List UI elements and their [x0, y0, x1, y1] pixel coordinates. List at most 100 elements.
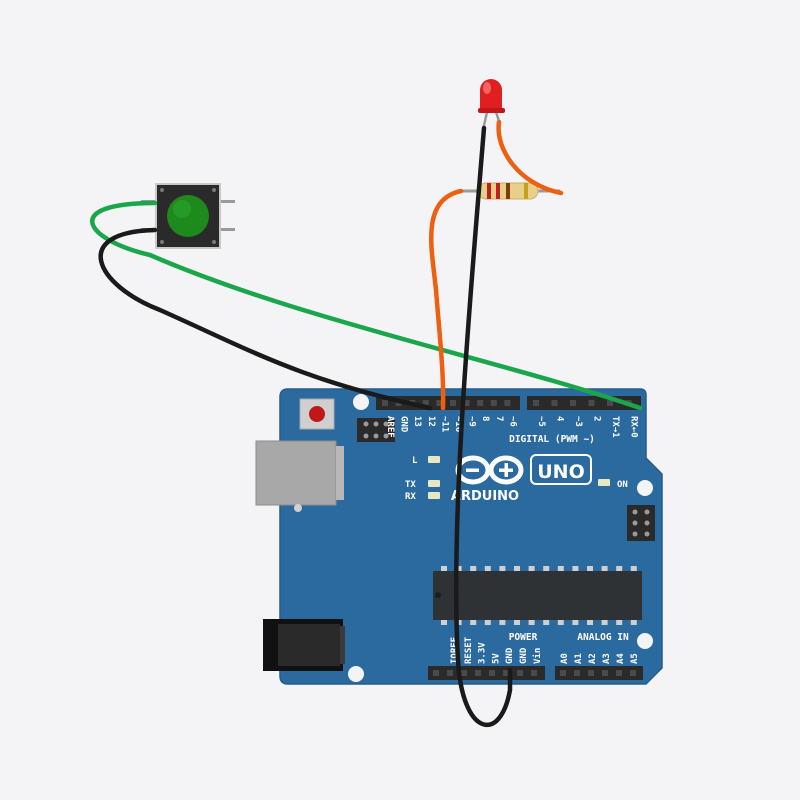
top-pin-label: ~9	[467, 416, 477, 427]
header-pin-hole[interactable]	[463, 400, 470, 406]
power-header	[428, 666, 545, 680]
power-pin-label: IOREF	[450, 637, 460, 664]
digital-header-left	[376, 396, 520, 410]
wire-orange-led[interactable]	[496, 119, 564, 196]
header-pin-hole[interactable]	[447, 670, 453, 676]
svg-text:TX: TX	[405, 480, 416, 490]
top-pin-label: 13	[412, 416, 422, 427]
top-pin-label: 7	[494, 416, 504, 421]
icsp-header-top	[357, 418, 395, 442]
analog-header	[555, 666, 643, 680]
led-l: L	[412, 456, 440, 466]
top-pin-label: 4	[555, 416, 565, 422]
analog-pin-label: A2	[588, 653, 598, 664]
header-pin-hole[interactable]	[504, 400, 511, 406]
wire-green[interactable]	[90, 200, 643, 411]
header-pin-hole[interactable]	[422, 400, 429, 406]
svg-text:L: L	[412, 456, 418, 466]
wire-orange-resistor[interactable]	[428, 188, 464, 411]
top-pin-label: ~11	[439, 416, 449, 432]
top-pin-label: 12	[426, 416, 436, 427]
power-pin-label: 3.3V	[478, 642, 488, 664]
power-pin-label: RESET	[464, 636, 474, 664]
header-pin-hole[interactable]	[503, 670, 509, 676]
analog-pin-labels: A0 A1 A2 A3 A4 A5	[560, 653, 640, 664]
svg-text:UNO: UNO	[537, 461, 584, 483]
header-pin-hole[interactable]	[616, 670, 622, 676]
mounting-hole	[637, 633, 653, 649]
top-pin-label: TX→1	[610, 416, 620, 438]
header-pin-hole[interactable]	[588, 400, 595, 406]
header-pin-hole[interactable]	[607, 400, 613, 406]
power-header-label: POWER	[509, 632, 538, 643]
header-pin-hole[interactable]	[477, 400, 484, 406]
header-pin-hole[interactable]	[602, 670, 608, 676]
analog-pin-label: A1	[574, 653, 584, 664]
top-pin-label: ~6	[507, 416, 517, 427]
top-pin-label: ~5	[536, 416, 546, 427]
icsp-header-right	[627, 505, 655, 541]
analog-header-label: ANALOG IN	[577, 632, 629, 643]
power-pin-label: GND	[519, 647, 529, 664]
mounting-hole	[353, 394, 369, 410]
header-pin-hole[interactable]	[382, 400, 388, 406]
header-pin-hole[interactable]	[450, 400, 456, 406]
header-pin-hole[interactable]	[570, 400, 576, 406]
microcontroller-chip	[433, 566, 642, 625]
digital-header-label: DIGITAL (PWM ~)	[509, 434, 595, 445]
brand-text: ARDUINO	[451, 489, 519, 504]
top-pin-label: 2	[592, 416, 602, 421]
dc-power-jack	[263, 619, 345, 671]
led-rx: RX	[405, 492, 440, 502]
top-pin-label: GND	[399, 416, 409, 433]
top-pin-label: ~3	[573, 416, 583, 427]
analog-pin-label: A3	[602, 653, 612, 664]
svg-text:ON: ON	[617, 480, 628, 490]
header-pin-hole[interactable]	[433, 670, 439, 676]
analog-pin-label: A5	[630, 653, 640, 664]
header-pin-hole[interactable]	[531, 670, 537, 676]
header-pin-hole[interactable]	[461, 670, 467, 676]
reset-button[interactable]	[299, 398, 335, 430]
header-pin-hole[interactable]	[533, 400, 539, 406]
resistor-band	[524, 183, 528, 199]
top-pin-label: 8	[480, 416, 490, 421]
pushbutton-cap[interactable]	[167, 195, 209, 237]
header-pin-hole[interactable]	[630, 670, 636, 676]
header-pin-hole[interactable]	[574, 670, 580, 676]
svg-text:RX: RX	[405, 492, 416, 502]
header-pin-hole[interactable]	[475, 670, 481, 676]
led-tx: TX	[405, 480, 440, 490]
top-pin-label: RX←0	[629, 416, 639, 438]
header-pin-hole[interactable]	[588, 670, 594, 676]
mounting-hole	[637, 480, 653, 496]
header-pin-hole[interactable]	[551, 400, 558, 406]
pushbutton[interactable]	[141, 183, 235, 249]
power-pin-label: 5V	[491, 653, 501, 664]
pushbutton-leg	[219, 200, 235, 203]
analog-pin-label: A4	[616, 653, 626, 664]
header-pin-hole[interactable]	[560, 670, 566, 676]
usb-port	[255, 440, 344, 512]
header-pin-hole[interactable]	[517, 670, 523, 676]
resistor-band	[506, 183, 510, 199]
bottom-pin-holes	[433, 670, 636, 676]
power-pin-label: Vin	[532, 648, 543, 664]
wires	[90, 119, 643, 728]
led-on: ON	[598, 479, 628, 490]
analog-pin-label: A0	[560, 653, 570, 664]
header-pin-hole[interactable]	[436, 400, 443, 406]
wire-black-button[interactable]	[98, 227, 433, 411]
mounting-hole	[348, 666, 364, 682]
pushbutton-leg	[219, 228, 235, 231]
wire-black-led[interactable]	[453, 125, 513, 728]
top-pin-label: AREF	[385, 416, 395, 438]
header-pin-hole[interactable]	[489, 670, 495, 676]
header-pin-hole[interactable]	[490, 400, 497, 406]
power-pin-label: GND	[505, 647, 515, 664]
model-badge: UNO	[530, 454, 592, 485]
